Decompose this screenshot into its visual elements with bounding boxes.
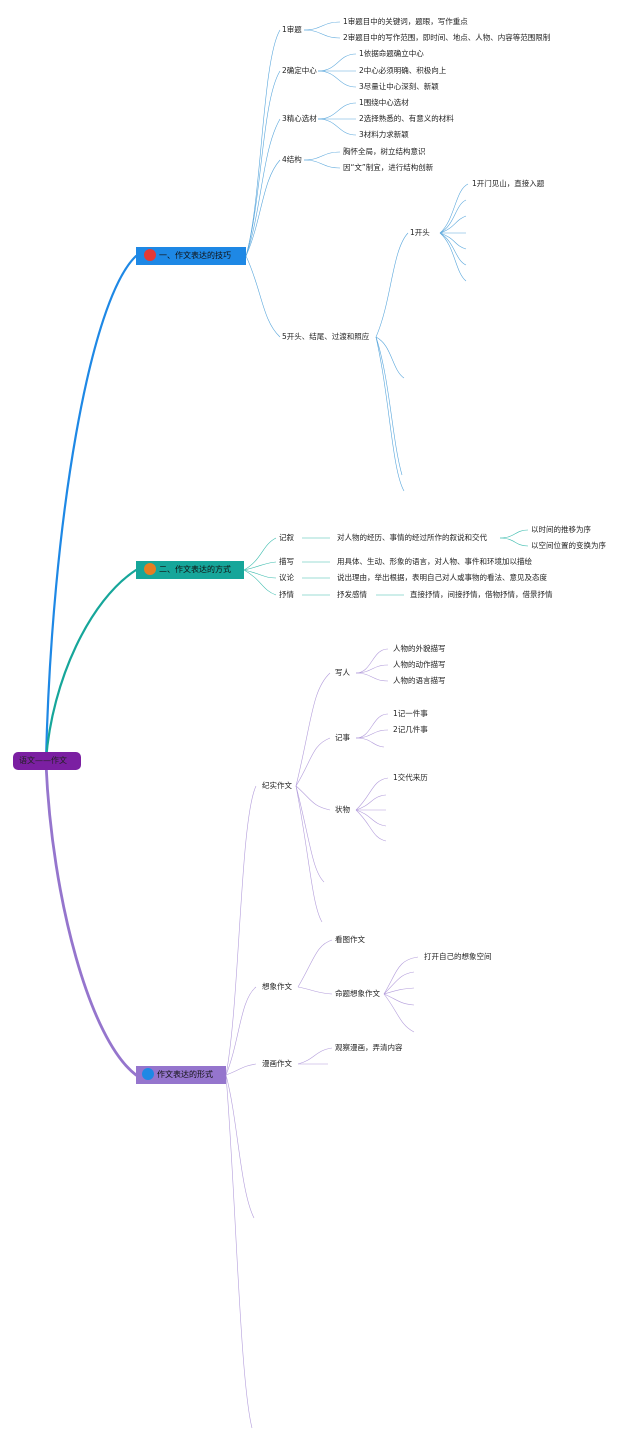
node-ji-shi[interactable]: 记事	[335, 733, 350, 742]
leaf[interactable]: 1围绕中心选材	[359, 98, 409, 107]
node-ming-ti[interactable]: 命题想象作文	[335, 989, 380, 998]
leaf[interactable]: 看图作文	[335, 935, 365, 944]
node-xiang-xiang[interactable]: 想象作文	[262, 982, 292, 991]
red-dot-icon	[144, 248, 156, 261]
node-miao-xie[interactable]: 描写	[279, 557, 294, 566]
branch-skills-label: 一、作文表达的技巧	[159, 251, 231, 260]
root-link-3	[44, 762, 138, 1077]
branch-forms-label: 作文表达的形式	[157, 1070, 213, 1079]
node-xuan-cai[interactable]: 3精心选材	[282, 114, 317, 123]
node-jie-gou[interactable]: 4结构	[282, 155, 302, 164]
node-man-hua[interactable]: 漫画作文	[262, 1059, 292, 1068]
branch-forms[interactable]: 作文表达的形式	[136, 1066, 226, 1084]
leaf[interactable]: 2中心必须明确、积极向上	[359, 66, 447, 75]
root-label: 语文——作文	[19, 756, 67, 765]
leaf[interactable]: 1审题目中的关键词，题眼，写作重点	[343, 17, 468, 26]
node-shu-qing[interactable]: 抒情	[279, 590, 294, 599]
leaf[interactable]: 说出理由，举出根据，表明自己对人或事物的看法、意见及态度	[337, 573, 547, 582]
branch-methods[interactable]: 二、作文表达的方式	[136, 561, 244, 579]
orange-dot-icon	[144, 562, 156, 575]
node-zhuang-wu[interactable]: 状物	[335, 805, 350, 814]
node-ji-xu[interactable]: 记叙	[279, 533, 294, 542]
root-node[interactable]: 语文——作文	[13, 752, 81, 770]
leaf[interactable]: 观察漫画，弄清内容	[335, 1043, 403, 1052]
leaf[interactable]: 2记几件事	[393, 725, 428, 734]
leaf[interactable]: 1记一件事	[393, 709, 428, 718]
branch-skills[interactable]: 一、作文表达的技巧	[136, 247, 246, 265]
node-kai-tou[interactable]: 5开头、结尾、过渡和照应	[282, 332, 370, 341]
leaf[interactable]: 以空间位置的变换为序	[531, 541, 606, 550]
leaf[interactable]: 2选择熟悉的、有意义的材料	[359, 114, 454, 123]
leaf[interactable]: 3材料力求新颖	[359, 130, 409, 139]
root-link-1	[44, 254, 138, 762]
node-yi-lun[interactable]: 议论	[279, 573, 294, 582]
leaf[interactable]: 2审题目中的写作范围，即时间、地点、人物、内容等范围限制	[343, 33, 551, 42]
leaf[interactable]: 人物的动作描写	[393, 660, 446, 669]
leaf[interactable]: 打开自己的想象空间	[424, 952, 492, 961]
leaf[interactable]: 因“文”制宜，进行结构创新	[343, 163, 434, 172]
leaf[interactable]: 用具体、生动、形象的语言，对人物、事件和环境加以描绘	[337, 557, 532, 566]
leaf[interactable]: 3尽量让中心深刻、新颖	[359, 82, 439, 91]
branch-methods-label: 二、作文表达的方式	[159, 565, 231, 574]
root-link-2	[44, 568, 138, 762]
node-shen-ti[interactable]: 1审题	[282, 25, 302, 34]
leaf[interactable]: 对人物的经历、事情的经过所作的叙说和交代	[337, 533, 487, 542]
leaf[interactable]: 以时间的推移为序	[531, 525, 591, 534]
leaf[interactable]: 1交代来历	[393, 773, 428, 782]
node-kai-tou-sub[interactable]: 1开头	[410, 228, 430, 237]
leaf[interactable]: 抒发感情	[337, 590, 367, 599]
leaf[interactable]: 人物的外貌描写	[393, 644, 446, 653]
leaf[interactable]: 1开门见山，直接入题	[472, 179, 545, 188]
node-que-ding[interactable]: 2确定中心	[282, 66, 317, 75]
leaf[interactable]: 胸怀全局，树立结构意识	[343, 147, 426, 156]
node-xie-ren[interactable]: 写人	[335, 668, 350, 677]
blue-dot-icon	[142, 1067, 154, 1080]
leaf[interactable]: 直接抒情，间接抒情，借物抒情，借景抒情	[410, 590, 553, 599]
leaf[interactable]: 1依据命题确立中心	[359, 49, 424, 58]
node-ji-shi-zuowen[interactable]: 纪实作文	[262, 781, 292, 790]
leaf[interactable]: 人物的语言描写	[393, 676, 446, 685]
